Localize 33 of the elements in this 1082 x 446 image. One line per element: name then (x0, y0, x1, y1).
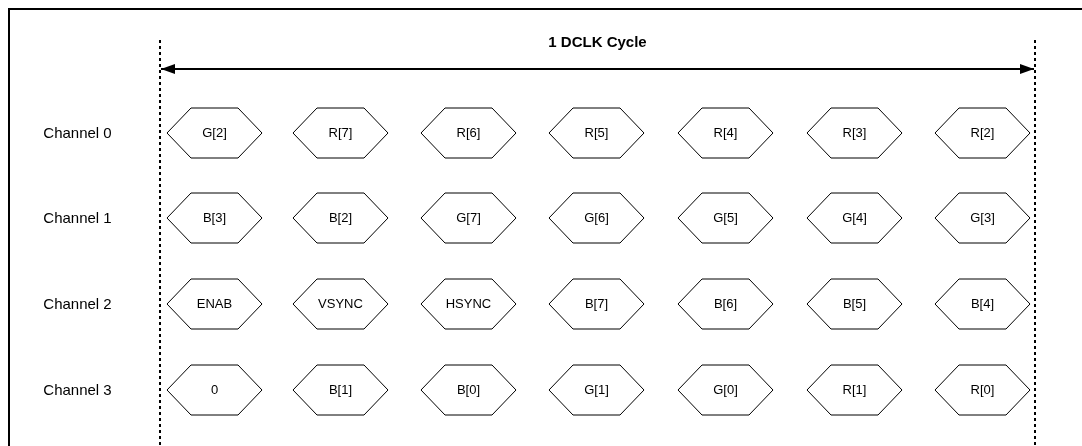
hexagon-cell: R[7] (292, 107, 389, 159)
hexagon-cell: VSYNC (292, 278, 389, 330)
hexagon-cell: B[6] (677, 278, 774, 330)
hexagon-cell: R[1] (806, 364, 903, 416)
hexagon-cell: R[6] (420, 107, 517, 159)
hexagon-cell: B[5] (806, 278, 903, 330)
hexagon-cell: G[4] (806, 192, 903, 244)
hexagon-cell: G[2] (166, 107, 263, 159)
hexagon-cell: G[1] (548, 364, 645, 416)
hexagon-cell: G[5] (677, 192, 774, 244)
hexagon-cell: G[6] (548, 192, 645, 244)
hexagon-cell: G[0] (677, 364, 774, 416)
channel-label: Channel 1 (42, 208, 113, 228)
dimension-label: 1 DCLK Cycle (547, 32, 648, 52)
hexagon-cell: B[3] (166, 192, 263, 244)
hexagon-cell: R[2] (934, 107, 1031, 159)
hexagon-cell: R[3] (806, 107, 903, 159)
hexagon-cell: 0 (166, 364, 263, 416)
channel-label: Channel 2 (42, 294, 113, 314)
hexagon-cell: B[7] (548, 278, 645, 330)
channel-label: Channel 3 (42, 380, 113, 400)
channel-label: Channel 0 (42, 123, 113, 143)
hexagon-cell: R[0] (934, 364, 1031, 416)
hexagon-cell: G[7] (420, 192, 517, 244)
hexagon-cell: ENAB (166, 278, 263, 330)
hexagon-cell: B[2] (292, 192, 389, 244)
hexagon-cell: R[5] (548, 107, 645, 159)
hexagon-cell: R[4] (677, 107, 774, 159)
hexagon-cell: G[3] (934, 192, 1031, 244)
hexagon-cell: B[0] (420, 364, 517, 416)
hexagon-cell: B[1] (292, 364, 389, 416)
hexagon-cell: B[4] (934, 278, 1031, 330)
hexagon-cell: HSYNC (420, 278, 517, 330)
